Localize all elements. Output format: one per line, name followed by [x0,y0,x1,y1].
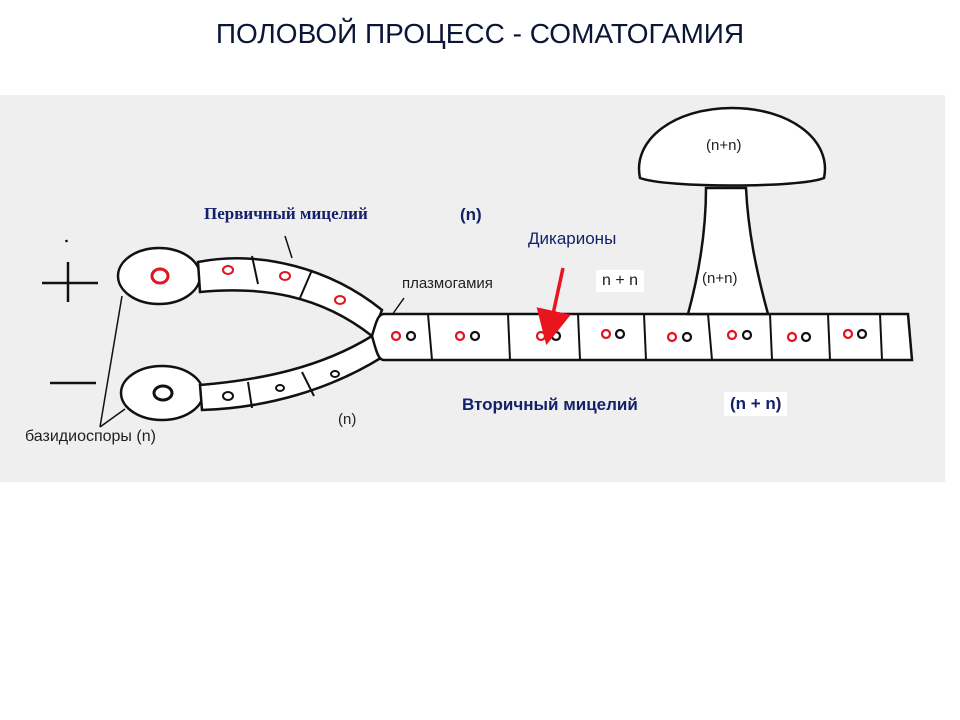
mushroom-fruiting-body [637,106,827,316]
plasmogamy-label: плазмогамия [402,275,493,292]
primary-hypha-lower [198,334,386,412]
plus-icon [42,239,98,302]
stipe-ploidy-label: (n+n) [702,270,738,287]
secondary-ploidy-label: (n + n) [724,392,788,416]
secondary-hypha [370,312,914,362]
n-plus-n-box: n + n [596,270,645,292]
primary-mycelium-pointer [284,235,293,259]
dikaryon-arrow [536,267,571,346]
lower-hypha-ploidy-label: (n) [338,411,357,428]
basidiospore-plus [116,246,202,306]
dikaryons-label: Дикарионы [528,229,617,248]
primary-mycelium-label: Первичный мицелий [204,204,368,223]
basidiospore-minus [119,364,205,422]
page-title: ПОЛОВОЙ ПРОЦЕСС - СОМАТОГАМИЯ [215,18,745,49]
primary-ploidy-label: (n) [460,205,482,224]
basidiospore-pointer-lines [99,295,126,428]
cap-ploidy-label: (n+n) [706,137,742,154]
primary-hypha-upper [196,255,384,339]
plasmogamy-pointer [391,297,405,316]
basidiospores-label: базидиоспоры (n) [25,428,156,445]
secondary-mycelium-label: Вторичный мицелий [462,395,638,414]
